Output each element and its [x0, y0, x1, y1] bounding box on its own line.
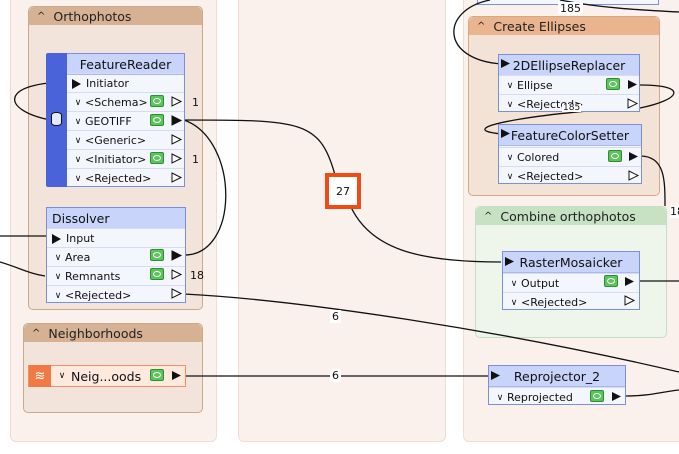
bookmark-ellipses-title[interactable]: ^Create Ellipses	[469, 17, 659, 35]
eye-icon[interactable]	[606, 78, 620, 90]
lane-middle	[238, 0, 446, 442]
input-port-icon[interactable]	[504, 256, 516, 268]
featurereader-port-geotiff[interactable]: ∨GEOTIFF	[67, 111, 184, 131]
featurereader-port-rejected[interactable]: ∨<Rejected>	[67, 168, 184, 188]
database-icon	[51, 112, 62, 126]
collapse-icon[interactable]: ^	[32, 327, 41, 339]
dissolver-port-area[interactable]: ∨Area	[47, 247, 185, 267]
chevron-down-icon[interactable]: ∨	[74, 173, 82, 184]
chevron-down-icon[interactable]: ∨	[74, 135, 82, 146]
ellipse-title[interactable]: 2DEllipseReplacer	[499, 55, 639, 76]
eye-icon[interactable]	[608, 150, 622, 162]
colorsetter-port-rejected[interactable]: ∨<Rejected>	[499, 166, 641, 186]
chevron-down-icon[interactable]: ∨	[58, 371, 66, 381]
reader-neighborhoods[interactable]: ≋ ∨ Neig...oods	[28, 365, 186, 387]
eye-icon[interactable]	[150, 114, 164, 126]
collapse-icon[interactable]: ^	[37, 10, 46, 22]
collapse-icon[interactable]: ^	[484, 210, 493, 222]
chevron-down-icon[interactable]: ∨	[506, 99, 514, 110]
input-port-icon[interactable]	[500, 58, 512, 70]
input-port-icon[interactable]	[52, 233, 61, 244]
transformer-featurecolorsetter[interactable]: FeatureColorSetter ∨Colored ∨<Rejected>	[498, 124, 642, 184]
eye-icon[interactable]	[150, 369, 164, 381]
transformer-dissolver[interactable]: Dissolver Input ∨Area ∨Remnants ∨<Reject…	[46, 207, 186, 303]
reprojector-title[interactable]: Reprojector_2	[489, 366, 625, 387]
reprojector-port-reprojected[interactable]: ∨Reprojected	[489, 387, 625, 407]
output-port-icons[interactable]	[628, 151, 640, 181]
eye-icon[interactable]	[150, 152, 164, 164]
selected-connection-count[interactable]: 27	[325, 173, 361, 209]
layers-icon: ≋	[29, 365, 51, 387]
output-port-icon[interactable]	[611, 391, 623, 403]
colorsetter-port-colored[interactable]: ∨Colored	[499, 147, 641, 167]
dissolver-port-remnants[interactable]: ∨Remnants	[47, 266, 185, 286]
featurereader-port-generic[interactable]: ∨<Generic>	[67, 130, 184, 150]
chevron-down-icon[interactable]: ∨	[506, 80, 514, 91]
transformer-featurereader[interactable]: FeatureReader Initiator ∨<Schema> ∨GEOTI…	[67, 53, 185, 187]
chevron-down-icon[interactable]: ∨	[74, 97, 82, 108]
featurereader-port-initiator[interactable]: ∨<Initiator>	[67, 149, 184, 169]
eye-icon[interactable]	[150, 249, 164, 261]
collapse-icon[interactable]: ^	[477, 20, 486, 32]
bookmark-combine-title[interactable]: ^Combine orthophotos	[476, 207, 666, 225]
eye-icon[interactable]	[604, 275, 618, 287]
mosaicker-title[interactable]: RasterMosaicker	[503, 252, 639, 273]
feature-count: 18	[190, 269, 204, 282]
bookmark-neighborhoods-title[interactable]: ^Neighborhoods	[24, 324, 202, 342]
connection-count-neighborhoods[interactable]: 6	[330, 369, 341, 382]
eye-icon[interactable]	[150, 268, 164, 280]
mosaicker-port-output[interactable]: ∨Output	[503, 273, 639, 293]
featurereader-title[interactable]: FeatureReader	[67, 54, 184, 75]
chevron-down-icon[interactable]: ∨	[510, 297, 518, 308]
dissolver-input[interactable]: Input	[47, 228, 185, 248]
chevron-down-icon[interactable]: ∨	[496, 392, 504, 403]
input-port-icon[interactable]	[500, 128, 512, 140]
transformer-reprojector[interactable]: Reprojector_2 ∨Reprojected	[488, 365, 626, 405]
eye-icon[interactable]	[590, 390, 604, 402]
mosaicker-port-rejected[interactable]: ∨<Rejected>	[503, 292, 639, 312]
bookmark-orthophotos-title[interactable]: ^Orthophotos	[29, 7, 202, 25]
chevron-down-icon[interactable]: ∨	[54, 271, 62, 282]
dissolver-port-rejected[interactable]: ∨<Rejected>	[47, 285, 185, 305]
feature-count: 1	[192, 96, 199, 109]
output-port-icon[interactable]	[171, 370, 183, 382]
connection-count-right-edge[interactable]: 18	[670, 205, 679, 218]
reader-neighborhoods-label: Neig...oods	[71, 368, 142, 384]
input-port-icon[interactable]	[490, 370, 502, 382]
featurereader-port-schema[interactable]: ∨<Schema>	[67, 92, 184, 112]
chevron-down-icon[interactable]: ∨	[506, 152, 514, 163]
feature-count: 1	[192, 153, 199, 166]
chevron-down-icon[interactable]: ∨	[506, 171, 514, 182]
dissolver-title[interactable]: Dissolver	[47, 208, 185, 229]
output-port-icons[interactable]	[171, 96, 183, 196]
connection-count-top[interactable]: 185	[558, 2, 583, 15]
transformer-rastermosaicker[interactable]: RasterMosaicker ∨Output ∨<Rejected>	[502, 251, 640, 310]
chevron-down-icon[interactable]: ∨	[74, 116, 82, 127]
chevron-down-icon[interactable]: ∨	[74, 154, 82, 165]
output-port-icons[interactable]	[171, 250, 183, 310]
transformer-2dellipsereplacer[interactable]: 2DEllipseReplacer ∨Ellipse ∨<Rejected>	[498, 54, 640, 112]
chevron-down-icon[interactable]: ∨	[54, 290, 62, 301]
featurereader-input-initiator[interactable]: Initiator	[67, 73, 184, 93]
selected-count-label: 27	[336, 184, 350, 198]
chevron-down-icon[interactable]: ∨	[510, 278, 518, 289]
output-port-icons[interactable]	[627, 79, 639, 109]
ellipse-port-ellipse[interactable]: ∨Ellipse	[499, 75, 639, 95]
colorsetter-title[interactable]: FeatureColorSetter	[499, 125, 641, 146]
connection-count-remnants[interactable]: 6	[330, 310, 341, 323]
eye-icon[interactable]	[150, 95, 164, 107]
output-port-icons[interactable]	[624, 276, 636, 306]
connection-count-mid[interactable]: 185	[562, 103, 582, 113]
input-port-icon[interactable]	[72, 78, 81, 89]
chevron-down-icon[interactable]: ∨	[54, 252, 62, 263]
